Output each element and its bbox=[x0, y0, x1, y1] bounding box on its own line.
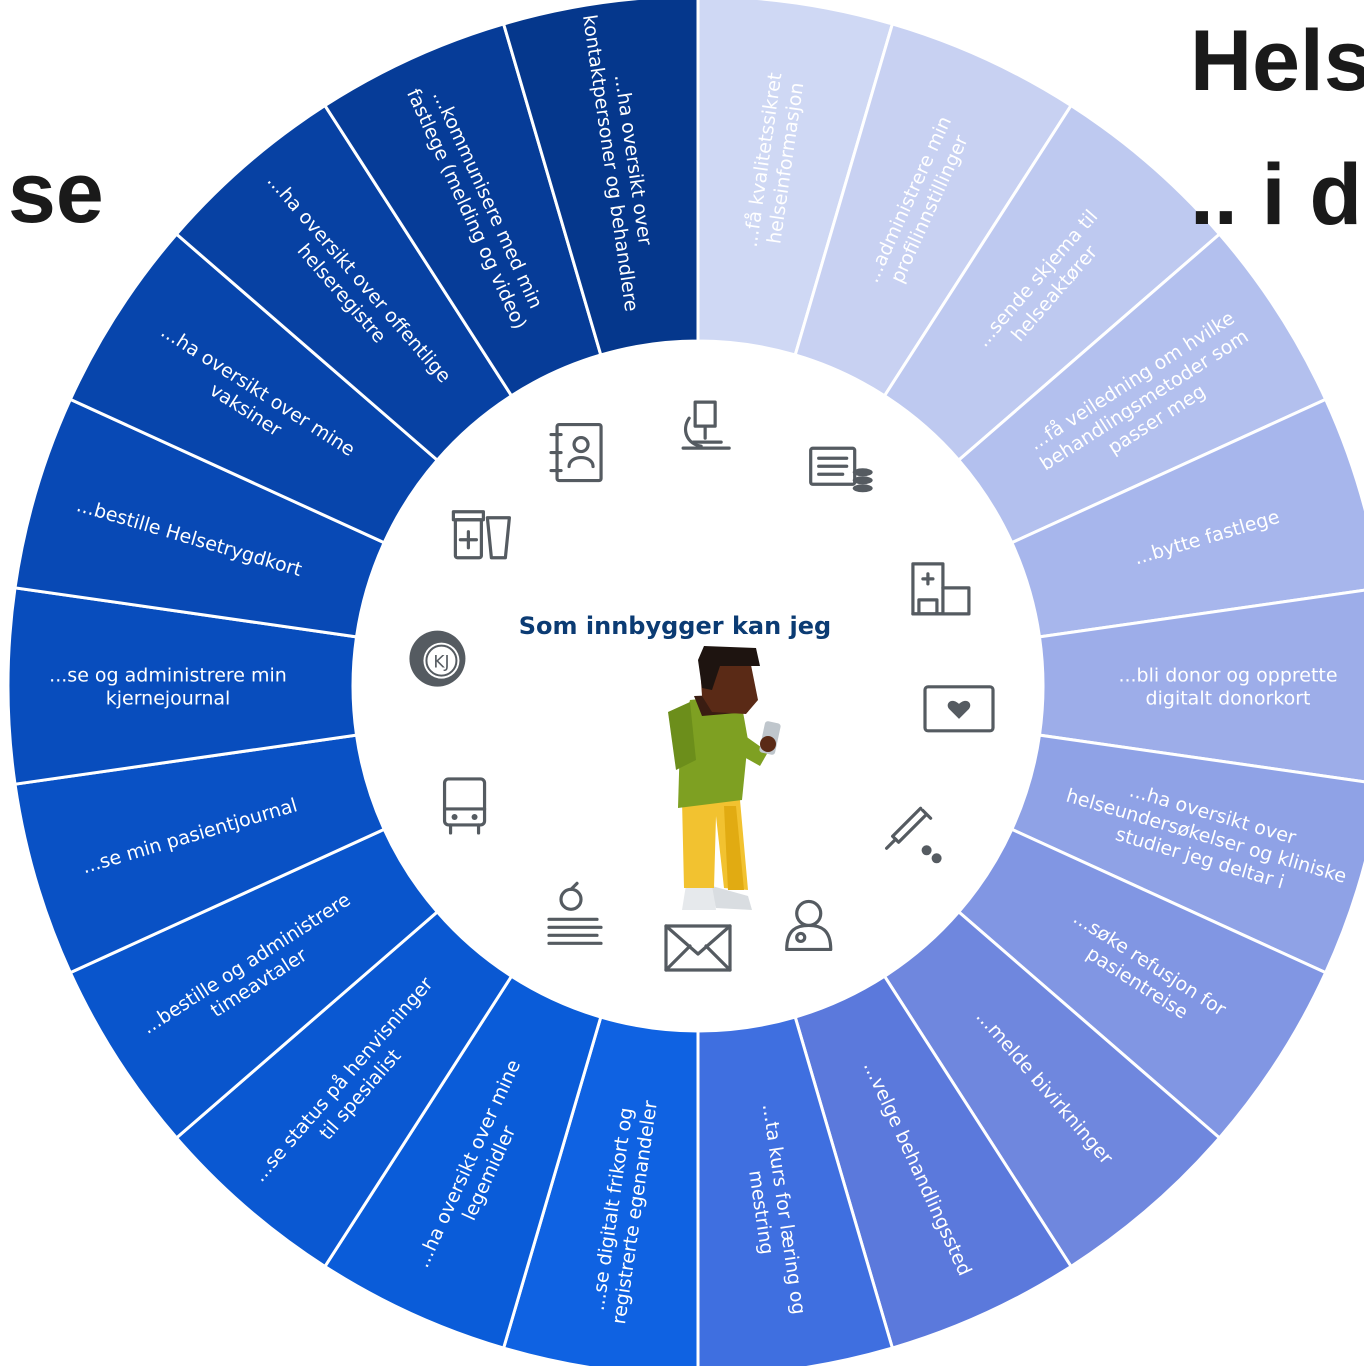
inner-circle bbox=[353, 341, 1043, 1031]
contact-book-icon bbox=[549, 422, 603, 483]
page-title-fragment-left: se bbox=[8, 145, 104, 241]
medicine-bottles-icon bbox=[451, 510, 511, 560]
microscope-icon bbox=[681, 400, 731, 450]
apple-books-icon bbox=[547, 881, 603, 945]
document-database-icon bbox=[809, 446, 873, 493]
page-subtitle-fragment-right: .. i d bbox=[1190, 147, 1362, 243]
doctor-icon bbox=[785, 899, 833, 952]
envelope-icon bbox=[664, 924, 732, 972]
hospital-building-icon bbox=[911, 562, 971, 616]
heart-card-icon bbox=[923, 685, 995, 733]
page-title-fragment-right: Hels bbox=[1190, 13, 1364, 109]
kj-logo-icon: KJ bbox=[409, 630, 466, 687]
svg-text:KJ: KJ bbox=[433, 653, 449, 673]
syringe-pills-icon bbox=[885, 806, 942, 864]
wheel-icons: KJ bbox=[409, 400, 995, 972]
center-label: Som innbygger kan jeg bbox=[519, 612, 831, 640]
bus-icon bbox=[442, 777, 487, 835]
person-with-phone-illustration bbox=[668, 646, 781, 910]
wheel-segments: ...få kvalitetssikrethelseinformasjon...… bbox=[6, 0, 1364, 1366]
